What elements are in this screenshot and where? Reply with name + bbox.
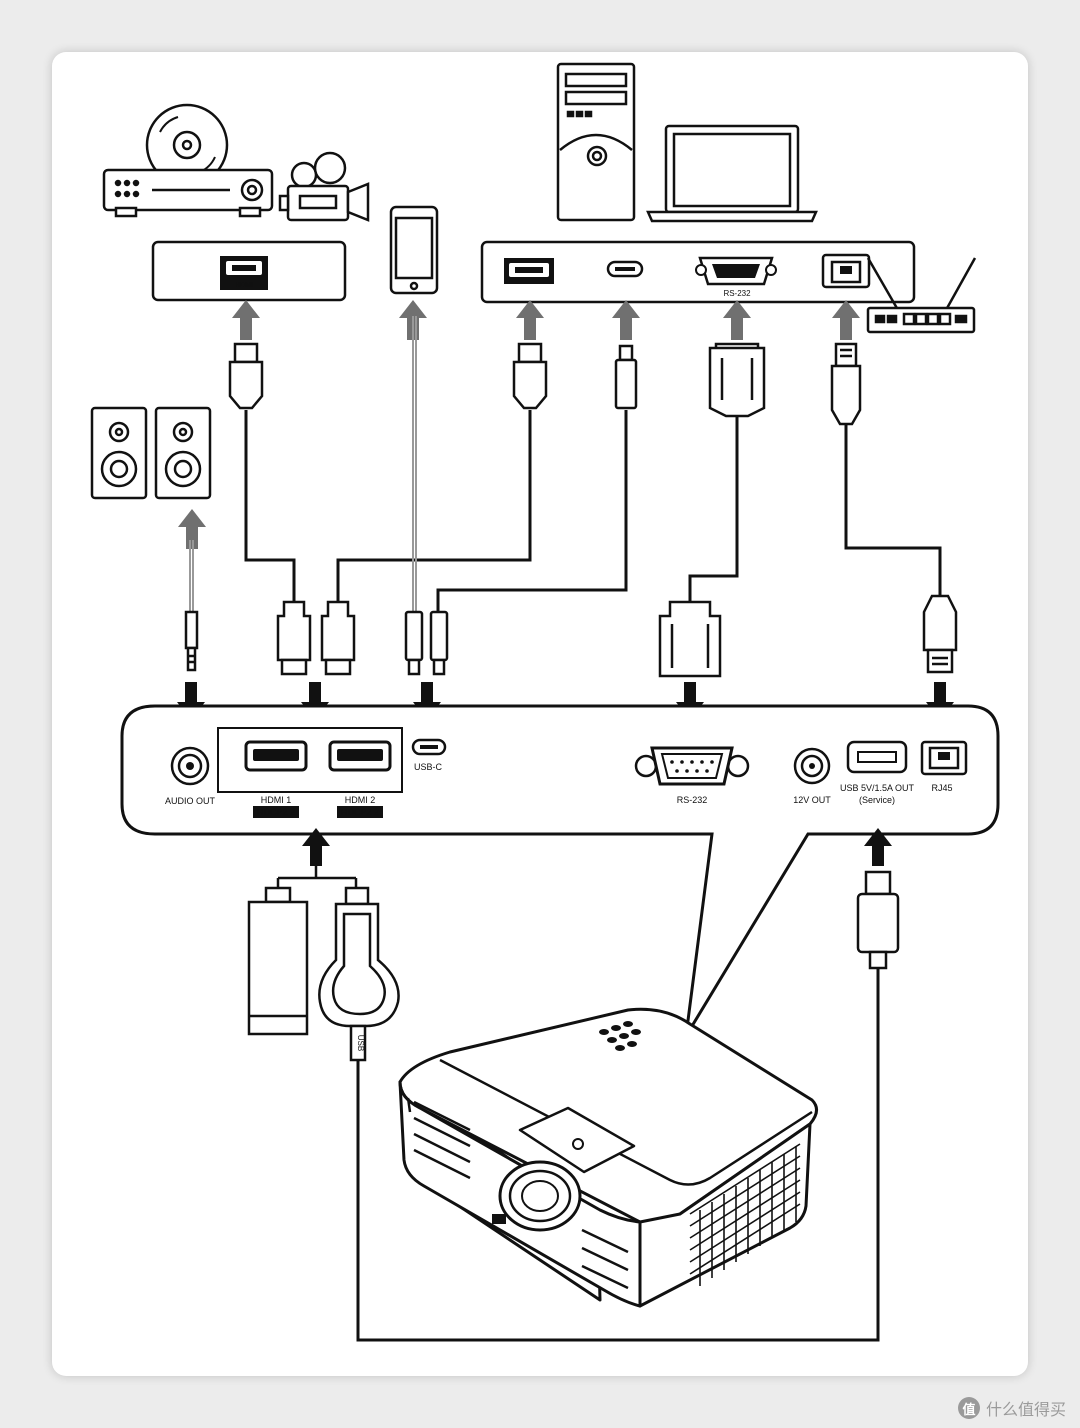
12v-out-port: 12V OUT bbox=[793, 747, 831, 805]
watermark-text: 什么值得买 bbox=[985, 1402, 1066, 1419]
usb-service-port: USB 5V/1.5A OUT (Service) bbox=[840, 740, 915, 805]
computer-rj45-port bbox=[821, 253, 871, 289]
computer-ports-panel: RS-232 bbox=[480, 240, 916, 304]
hdmi-connector-icon bbox=[276, 600, 312, 676]
hdmi2-hdcp-badge: HDCP2.2 bbox=[341, 807, 379, 817]
rj45-connector-icon bbox=[922, 594, 958, 674]
hdmi1-label: HDMI 1 bbox=[261, 795, 292, 805]
computer-rs232-port: RS-232 bbox=[695, 256, 777, 298]
usb-c-label: USB-C bbox=[414, 762, 443, 772]
hdmi-stick-icon bbox=[247, 886, 309, 1036]
arrow-up-icon bbox=[232, 300, 260, 340]
hdmi-connector-icon bbox=[512, 342, 548, 410]
laptop-icon bbox=[646, 124, 818, 223]
hdmi2-port: HDMI 2 HDCP2.2 bbox=[328, 740, 392, 818]
watermark: 值 什么值得买 bbox=[957, 1396, 1066, 1420]
vga-connector-icon bbox=[708, 342, 766, 418]
dongle-fork bbox=[276, 866, 358, 888]
hdmi-logo-label: HDMI bbox=[235, 282, 253, 289]
usb-c-connector-icon bbox=[404, 610, 424, 676]
audio-jack-icon bbox=[184, 610, 199, 672]
12v-out-label: 12V OUT bbox=[793, 795, 831, 805]
rs232-port: RS-232 bbox=[634, 746, 750, 805]
arrow-up-icon bbox=[723, 300, 751, 340]
smartphone-icon bbox=[389, 205, 439, 295]
desktop-computer-icon bbox=[556, 62, 636, 222]
dvd-player-icon bbox=[102, 168, 274, 218]
audio-out-label: AUDIO OUT bbox=[165, 796, 216, 806]
hdmi1-port: HDMI 1 HDCP2.2 bbox=[244, 740, 308, 818]
source-hdmi-panel: HDMI bbox=[151, 240, 347, 302]
disc-icon bbox=[145, 103, 229, 187]
rj45-port: RJ45 bbox=[920, 740, 968, 793]
usb-c-port: USB-C bbox=[411, 738, 447, 772]
rs232-label: RS-232 bbox=[677, 795, 708, 805]
usb-c-connector-icon bbox=[614, 344, 638, 410]
camcorder-icon bbox=[278, 151, 370, 222]
computer-hdmi-port bbox=[504, 258, 554, 284]
hdmi1-hdcp-badge: HDCP2.2 bbox=[257, 807, 295, 817]
cables bbox=[189, 316, 942, 1342]
hdmi-connector-icon bbox=[228, 342, 264, 410]
speakers-icon bbox=[90, 406, 212, 500]
rs232-top-label: RS-232 bbox=[723, 289, 751, 298]
wireless-dongle-icon: USB bbox=[318, 886, 400, 1062]
usb-plug-label: USB bbox=[356, 1035, 365, 1051]
projector-rear-panel: AUDIO OUT HDMI 1 HDCP2.2 HDMI 2 HDCP2.2 … bbox=[120, 704, 1000, 1037]
watermark-badge: 值 bbox=[957, 1397, 980, 1419]
usb-out-service-label: (Service) bbox=[859, 795, 895, 805]
router-icon bbox=[866, 257, 977, 334]
hdmi-connector-icon bbox=[320, 600, 356, 676]
vga-connector-icon bbox=[658, 600, 722, 678]
rj45-label: RJ45 bbox=[931, 783, 952, 793]
audio-out-port: AUDIO OUT bbox=[165, 746, 216, 806]
usb-plug-icon bbox=[856, 870, 900, 970]
computer-usb-c-port bbox=[606, 260, 644, 278]
rj45-connector-icon bbox=[830, 342, 862, 426]
usb-out-label: USB 5V/1.5A OUT bbox=[840, 783, 915, 793]
arrow-up-icon bbox=[832, 300, 860, 340]
usb-c-connector-icon bbox=[429, 610, 449, 676]
hdmi2-label: HDMI 2 bbox=[345, 795, 376, 805]
arrow-up-icon bbox=[516, 300, 544, 340]
projector-icon bbox=[398, 1007, 818, 1308]
arrow-up-icon bbox=[612, 300, 640, 340]
